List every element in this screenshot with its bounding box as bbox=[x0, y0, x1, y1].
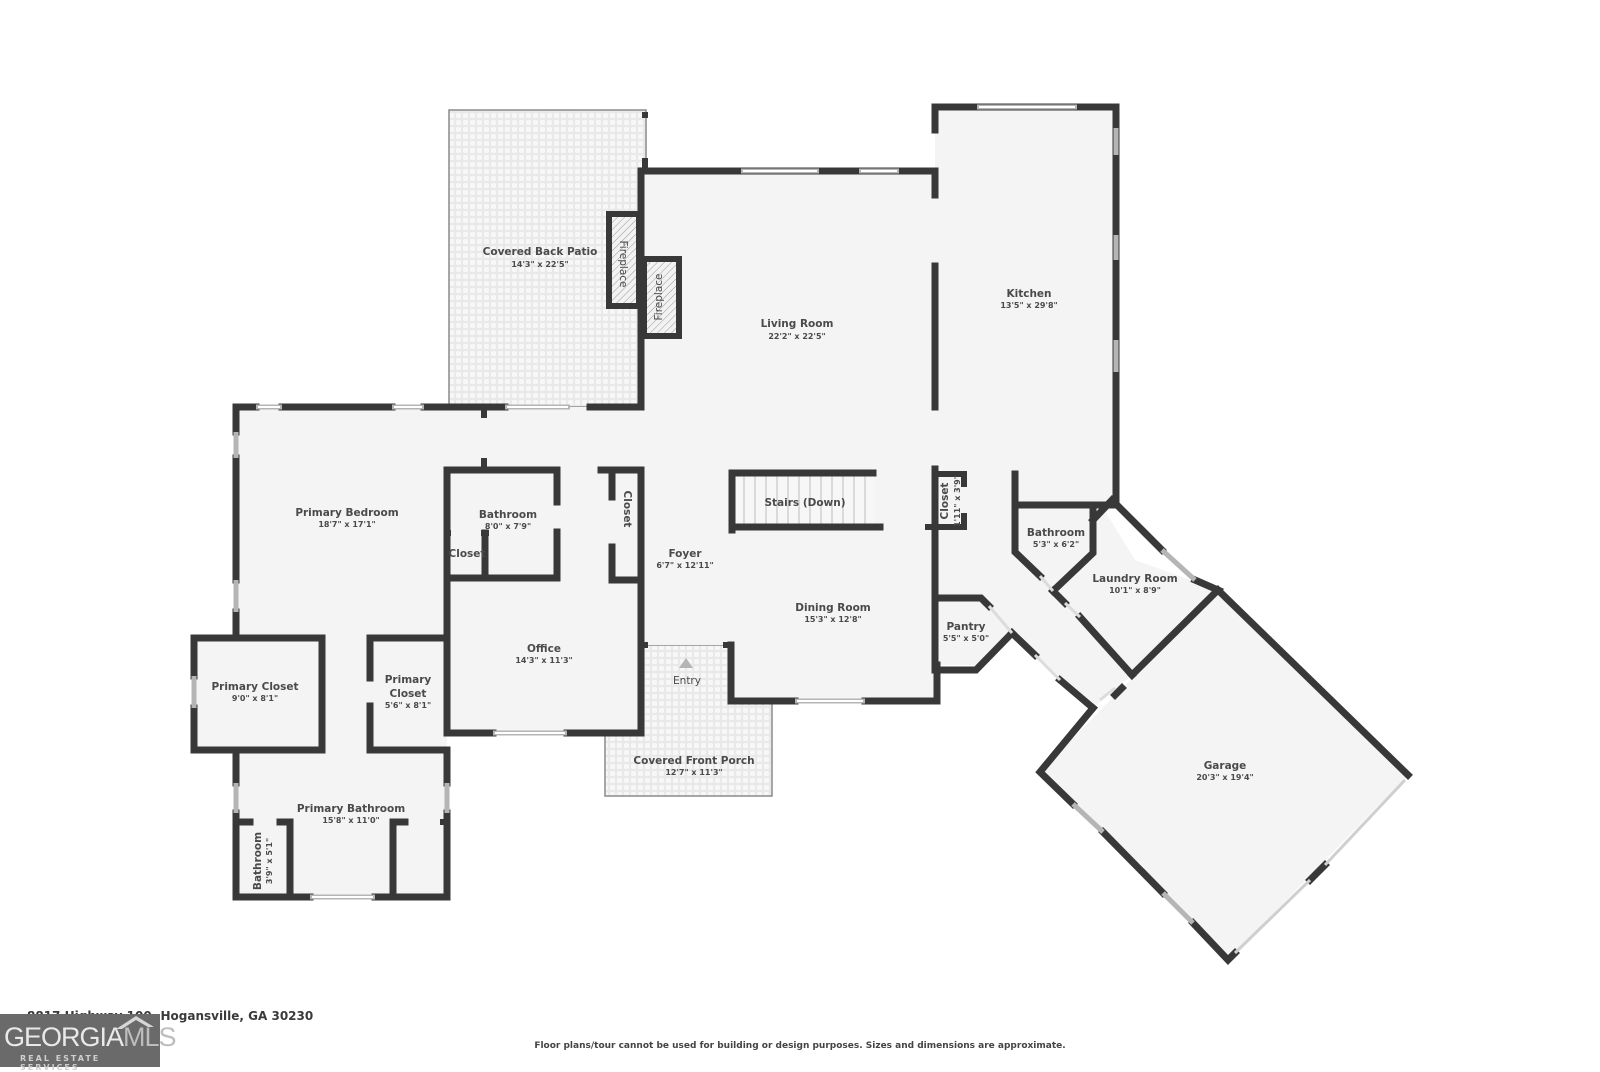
closet-bath-label: Closet bbox=[449, 548, 486, 560]
garage-dim: 20'3" x 19'4" bbox=[1196, 773, 1253, 782]
georgia-mls-logo: GEORGIAMLS REAL ESTATE SERVICES bbox=[0, 1014, 177, 1072]
bathroom-hall-label: Bathroom bbox=[479, 509, 537, 521]
fireplace-2-label: Fireplace bbox=[653, 274, 665, 321]
disclaimer-text: Floor plans/tour cannot be used for buil… bbox=[534, 1041, 1066, 1051]
windows bbox=[191, 104, 1407, 955]
stairs-label: Stairs (Down) bbox=[764, 497, 845, 509]
closet-small-label: Closet bbox=[939, 483, 951, 520]
primary-bedroom-dim: 18'7" x 17'1" bbox=[318, 520, 375, 529]
pantry-label: Pantry bbox=[946, 621, 985, 633]
stairs-down bbox=[728, 469, 884, 534]
bathroom-small-dim: 3'9" x 5'1" bbox=[265, 838, 274, 884]
primary-bedroom-label: Primary Bedroom bbox=[295, 507, 398, 519]
closet-small-dim: 1'11" x 3'9" bbox=[953, 475, 962, 527]
covered-back-patio-dim: 14'3" x 22'5" bbox=[511, 260, 568, 269]
bathroom-half-label: Bathroom bbox=[1027, 527, 1085, 539]
logo-accent-text: MLS bbox=[123, 1022, 177, 1052]
laundry-room-dim: 10'1" x 8'9" bbox=[1109, 586, 1161, 595]
primary-closet-2-dim: 5'6" x 8'1" bbox=[385, 701, 431, 710]
office-label: Office bbox=[527, 643, 561, 655]
primary-closet-2-label-line2: Closet bbox=[390, 688, 427, 700]
kitchen-label: Kitchen bbox=[1006, 288, 1051, 300]
dining-room-label: Dining Room bbox=[795, 602, 871, 614]
floors bbox=[194, 107, 1408, 960]
bathroom-small-label: Bathroom bbox=[252, 832, 264, 890]
office-dim: 14'3" x 11'3" bbox=[515, 656, 572, 665]
logo-subtitle: REAL ESTATE SERVICES bbox=[20, 1054, 101, 1072]
dining-room-dim: 15'3" x 12'8" bbox=[804, 615, 861, 624]
primary-bathroom-label: Primary Bathroom bbox=[297, 803, 405, 815]
logo-main-text: GEORGIA bbox=[4, 1022, 124, 1052]
laundry-room-label: Laundry Room bbox=[1092, 573, 1177, 585]
covered-front-porch-dim: 12'7" x 11'3" bbox=[665, 768, 722, 777]
logo-wordmark: GEORGIAMLS bbox=[4, 1022, 177, 1053]
entry-label: Entry bbox=[673, 675, 701, 687]
bathroom-hall-dim: 8'0" x 7'9" bbox=[485, 522, 531, 531]
pantry-dim: 5'5" x 5'0" bbox=[943, 634, 989, 643]
bathroom-half-dim: 5'3" x 6'2" bbox=[1033, 540, 1079, 549]
primary-closet-2-label-line1: Primary bbox=[385, 674, 432, 686]
primary-bathroom-dim: 15'8" x 11'0" bbox=[322, 816, 379, 825]
entry-arrow-icon bbox=[679, 658, 693, 668]
foyer-label: Foyer bbox=[668, 548, 702, 560]
foyer-dim: 6'7" x 12'11" bbox=[656, 561, 713, 570]
primary-closet-1-dim: 9'0" x 8'1" bbox=[232, 694, 278, 703]
covered-front-porch-label: Covered Front Porch bbox=[633, 755, 754, 767]
roof-icon bbox=[116, 1016, 154, 1029]
living-room-dim: 22'2" x 22'5" bbox=[768, 332, 825, 341]
closet-hall-label: Closet bbox=[621, 491, 633, 528]
fireplace-1-label: Fireplace bbox=[617, 241, 629, 288]
fireplace-2 bbox=[641, 256, 682, 339]
living-room-label: Living Room bbox=[761, 318, 834, 330]
room-labels: Covered Back Patio 14'3" x 22'5" Firepla… bbox=[211, 241, 1253, 891]
garage-label: Garage bbox=[1204, 760, 1247, 772]
primary-closet-1-label: Primary Closet bbox=[211, 681, 298, 693]
kitchen-dim: 13'5" x 29'8" bbox=[1000, 301, 1057, 310]
covered-back-patio-label: Covered Back Patio bbox=[483, 246, 598, 258]
